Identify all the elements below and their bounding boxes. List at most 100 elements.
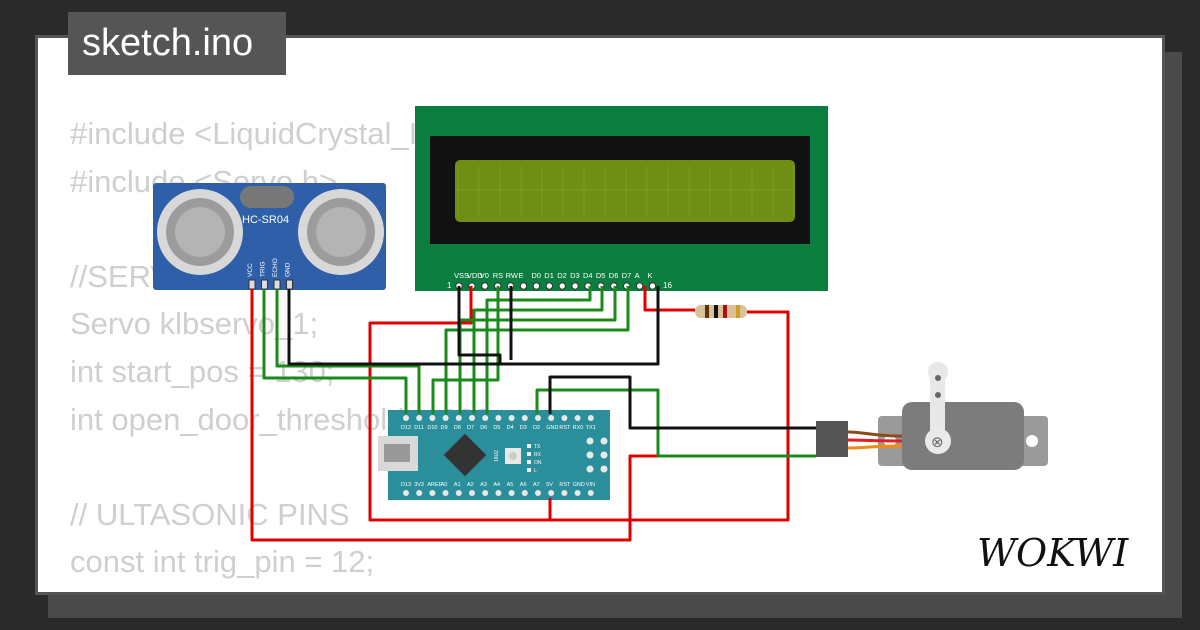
wire[interactable]	[250, 289, 632, 542]
arduino-bottom-pin[interactable]	[495, 490, 502, 496]
arduino-top-pin[interactable]	[442, 415, 449, 421]
arduino-top-pin[interactable]	[469, 415, 475, 421]
wire[interactable]	[287, 286, 660, 366]
arduino-bottom-pin-label: D13	[401, 482, 411, 488]
arduino-bottom-pin[interactable]	[508, 490, 515, 496]
wire[interactable]	[368, 286, 550, 522]
arduino-top-pin[interactable]	[535, 415, 541, 421]
arduino-top-pin[interactable]	[495, 415, 502, 421]
lcd-pin[interactable]	[545, 282, 553, 290]
wire[interactable]	[535, 388, 816, 458]
lcd-pin-label: VDD	[467, 271, 483, 280]
arduino-top-pin[interactable]	[508, 415, 515, 421]
arduino-bottom-pin-label: VIN	[586, 482, 595, 488]
arduino-top-pin-label: TX1	[586, 425, 596, 431]
code-line: const int echo_pin = 11;	[70, 586, 501, 593]
wire[interactable]	[630, 310, 790, 522]
lcd-pin-label: RW	[506, 271, 519, 280]
sensor-pin[interactable]	[273, 279, 281, 290]
lcd-pin-label: D7	[622, 271, 632, 280]
arduino-top-pin[interactable]	[429, 415, 436, 421]
arduino-bottom-pin[interactable]	[455, 490, 462, 496]
servo-lead	[847, 444, 903, 450]
sensor-pin[interactable]	[261, 279, 268, 290]
arduino-top-pin[interactable]	[416, 415, 423, 421]
led-label: ON	[534, 460, 542, 466]
lcd-pin[interactable]	[519, 282, 528, 290]
wire[interactable]	[458, 286, 617, 414]
wire[interactable]	[643, 286, 695, 312]
arduino-bottom-pin[interactable]	[429, 490, 436, 496]
wire[interactable]	[457, 286, 502, 364]
lcd-pin-label: K	[648, 271, 653, 280]
wire[interactable]	[485, 286, 592, 414]
arduino-bottom-pin[interactable]	[469, 490, 475, 496]
wire[interactable]	[444, 286, 630, 414]
arduino-bottom-pin[interactable]	[535, 490, 541, 496]
sensor-pin-label: ECHO	[272, 258, 279, 277]
arduino-top-pin-label: RX0	[573, 425, 584, 431]
servo-lead	[847, 430, 903, 438]
lcd-pin-label: VSS	[454, 271, 469, 280]
arduino-top-pin-label: D12	[401, 425, 411, 431]
wire[interactable]	[431, 286, 500, 414]
svg-text:⊗: ⊗	[931, 433, 944, 451]
code-line: int open_door_threshold = 200;	[70, 401, 501, 437]
arduino-bottom-pin[interactable]	[442, 490, 449, 496]
arduino-bottom-pin-label: RST	[559, 482, 571, 488]
arduino-bottom-pin[interactable]	[482, 490, 489, 496]
sensor-pin[interactable]	[286, 279, 293, 290]
arduino-bottom-pin[interactable]	[403, 490, 409, 496]
wire[interactable]	[548, 375, 816, 430]
code-line: int start_pos = 130;	[70, 353, 335, 389]
arduino-top-pin[interactable]	[574, 415, 581, 421]
lcd-pin[interactable]	[558, 282, 566, 290]
arduino-top-pin[interactable]	[403, 415, 409, 421]
resistor-icon[interactable]	[695, 305, 747, 318]
arduino-top-pin[interactable]	[561, 415, 568, 421]
arduino-top-pin-label: D3	[520, 425, 527, 431]
lcd-pin-label: V0	[480, 271, 489, 280]
lcd-pin-last: 16	[663, 281, 672, 290]
code-line: Servo klbservo_1;	[70, 306, 319, 342]
arduino-bottom-pin-label: 5V	[546, 482, 553, 488]
sensor-pin[interactable]	[248, 279, 256, 290]
lcd-pin-label: D1	[544, 271, 554, 280]
lcd-pin[interactable]	[571, 282, 579, 290]
arduino-top-pin[interactable]	[521, 415, 528, 421]
arduino-bottom-pin[interactable]	[416, 490, 423, 496]
lcd-pin-first: 1	[447, 281, 452, 290]
microcontroller-chip	[443, 433, 487, 477]
arduino-bottom-pin[interactable]	[548, 490, 555, 496]
arduino-bottom-pin[interactable]	[521, 490, 528, 496]
lcd-pin-label: A	[635, 271, 640, 280]
lcd-pin[interactable]	[481, 282, 489, 290]
lcd-pin[interactable]	[532, 282, 541, 290]
arduino-top-pin[interactable]	[482, 415, 489, 421]
wire[interactable]	[262, 289, 408, 414]
wire[interactable]	[275, 289, 421, 414]
lcd-pin[interactable]	[635, 282, 644, 290]
sensor-model-label: HC-SR04	[242, 214, 289, 226]
arduino-top-pin[interactable]	[455, 415, 462, 421]
file-tab[interactable]: sketch.ino	[68, 12, 286, 75]
arduino-top-pin-label: D6	[480, 425, 487, 431]
lcd-pin[interactable]	[648, 282, 657, 290]
arduino-top-pin[interactable]	[548, 415, 555, 421]
arduino-bottom-pin[interactable]	[574, 490, 581, 496]
lcd-pin-label: D2	[557, 271, 567, 280]
led-label: TX	[534, 444, 541, 450]
arduino-bottom-pin[interactable]	[587, 490, 594, 496]
servo-motor[interactable]: ⊗	[816, 362, 1048, 470]
arduino-top-pin-label: D10	[427, 425, 437, 431]
arduino-top-pin-label: GND	[546, 425, 558, 431]
wire[interactable]	[472, 286, 604, 414]
arduino-bottom-pin[interactable]	[561, 490, 568, 496]
arduino-top-pin-label: D11	[414, 425, 424, 431]
arduino-top-pin-label: D4	[507, 425, 514, 431]
arduino-top-pin[interactable]	[587, 415, 594, 421]
